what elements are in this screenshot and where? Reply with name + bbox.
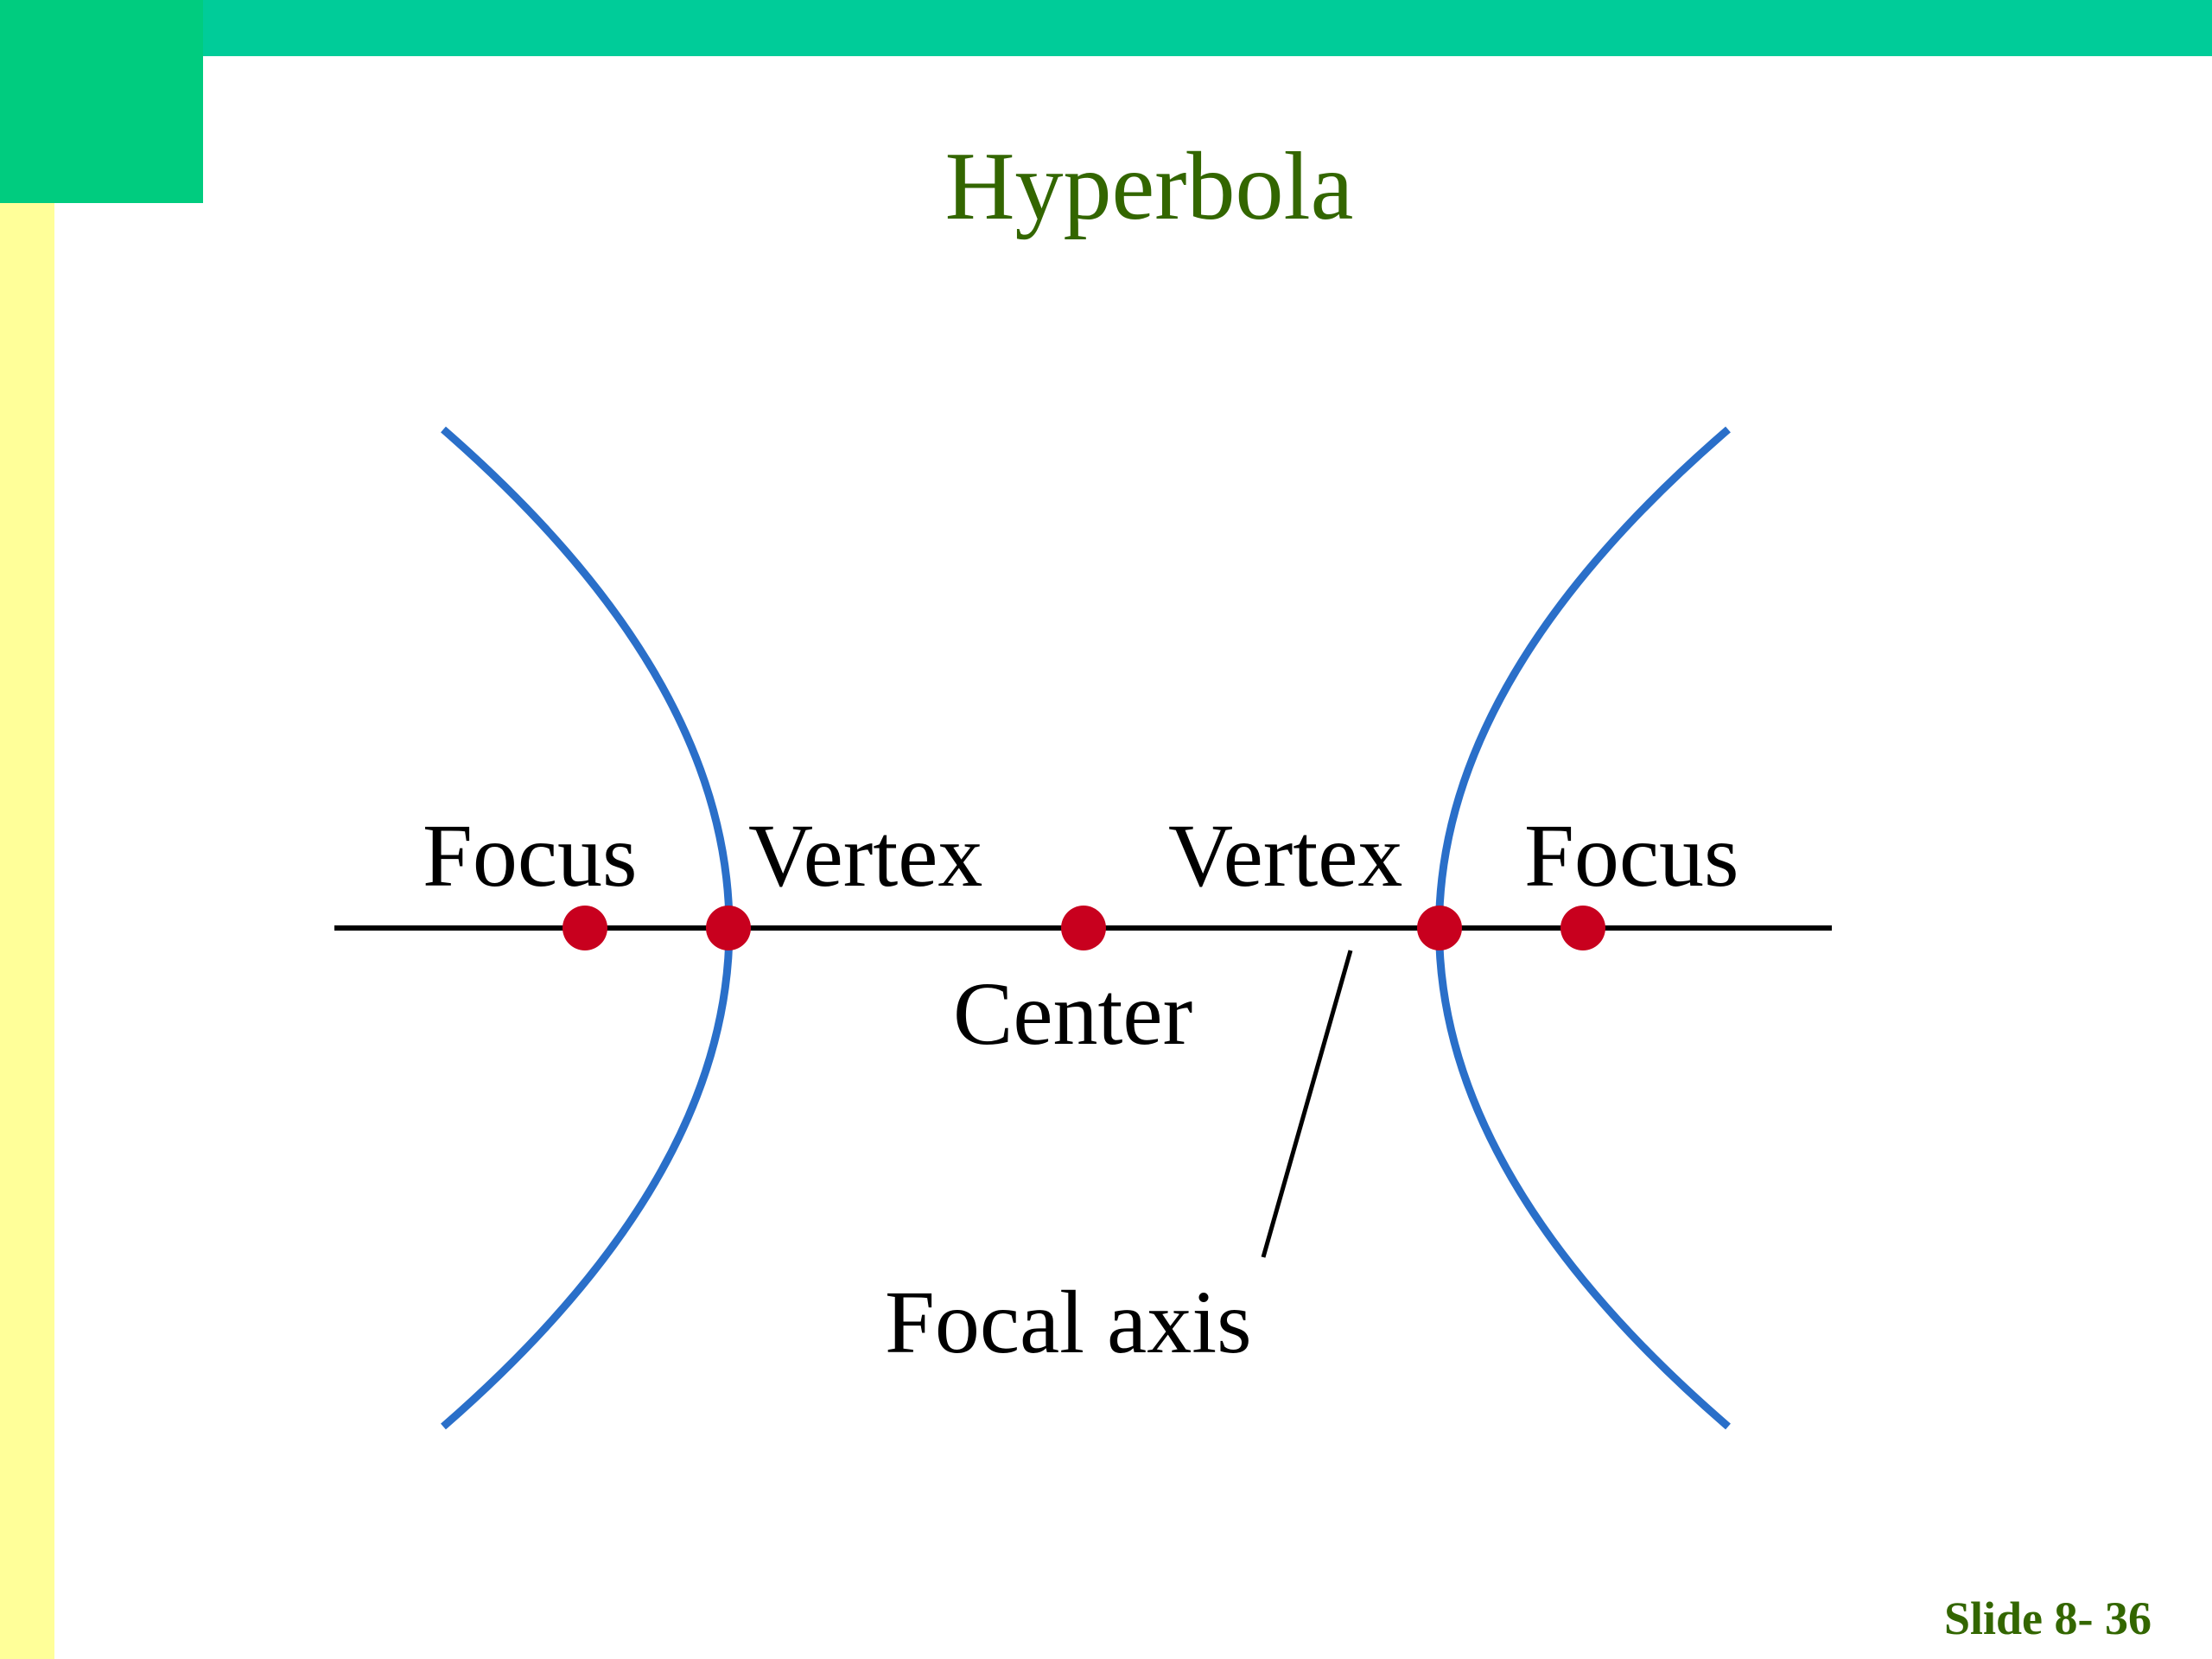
top-bar — [0, 0, 2212, 56]
left-stripe — [0, 203, 54, 1659]
left-vertex-label: Vertex — [748, 806, 982, 906]
left-focus-point — [563, 906, 607, 950]
left-vertex-point — [706, 906, 751, 950]
left-focus-label: Focus — [423, 806, 637, 906]
slide-number: Slide 8- 36 — [1943, 1592, 2152, 1644]
focal-axis-label: Focal axis — [885, 1273, 1252, 1372]
corner-block — [0, 0, 203, 203]
right-vertex-label: Vertex — [1168, 806, 1402, 906]
focal-axis-pointer — [1261, 950, 1353, 1258]
slide-title: Hyperbola — [944, 133, 1354, 240]
center-label: Center — [953, 964, 1192, 1064]
right-focus-point — [1560, 906, 1605, 950]
right-vertex-point — [1417, 906, 1462, 950]
center-point — [1061, 906, 1106, 950]
right-focus-label: Focus — [1524, 806, 1738, 906]
